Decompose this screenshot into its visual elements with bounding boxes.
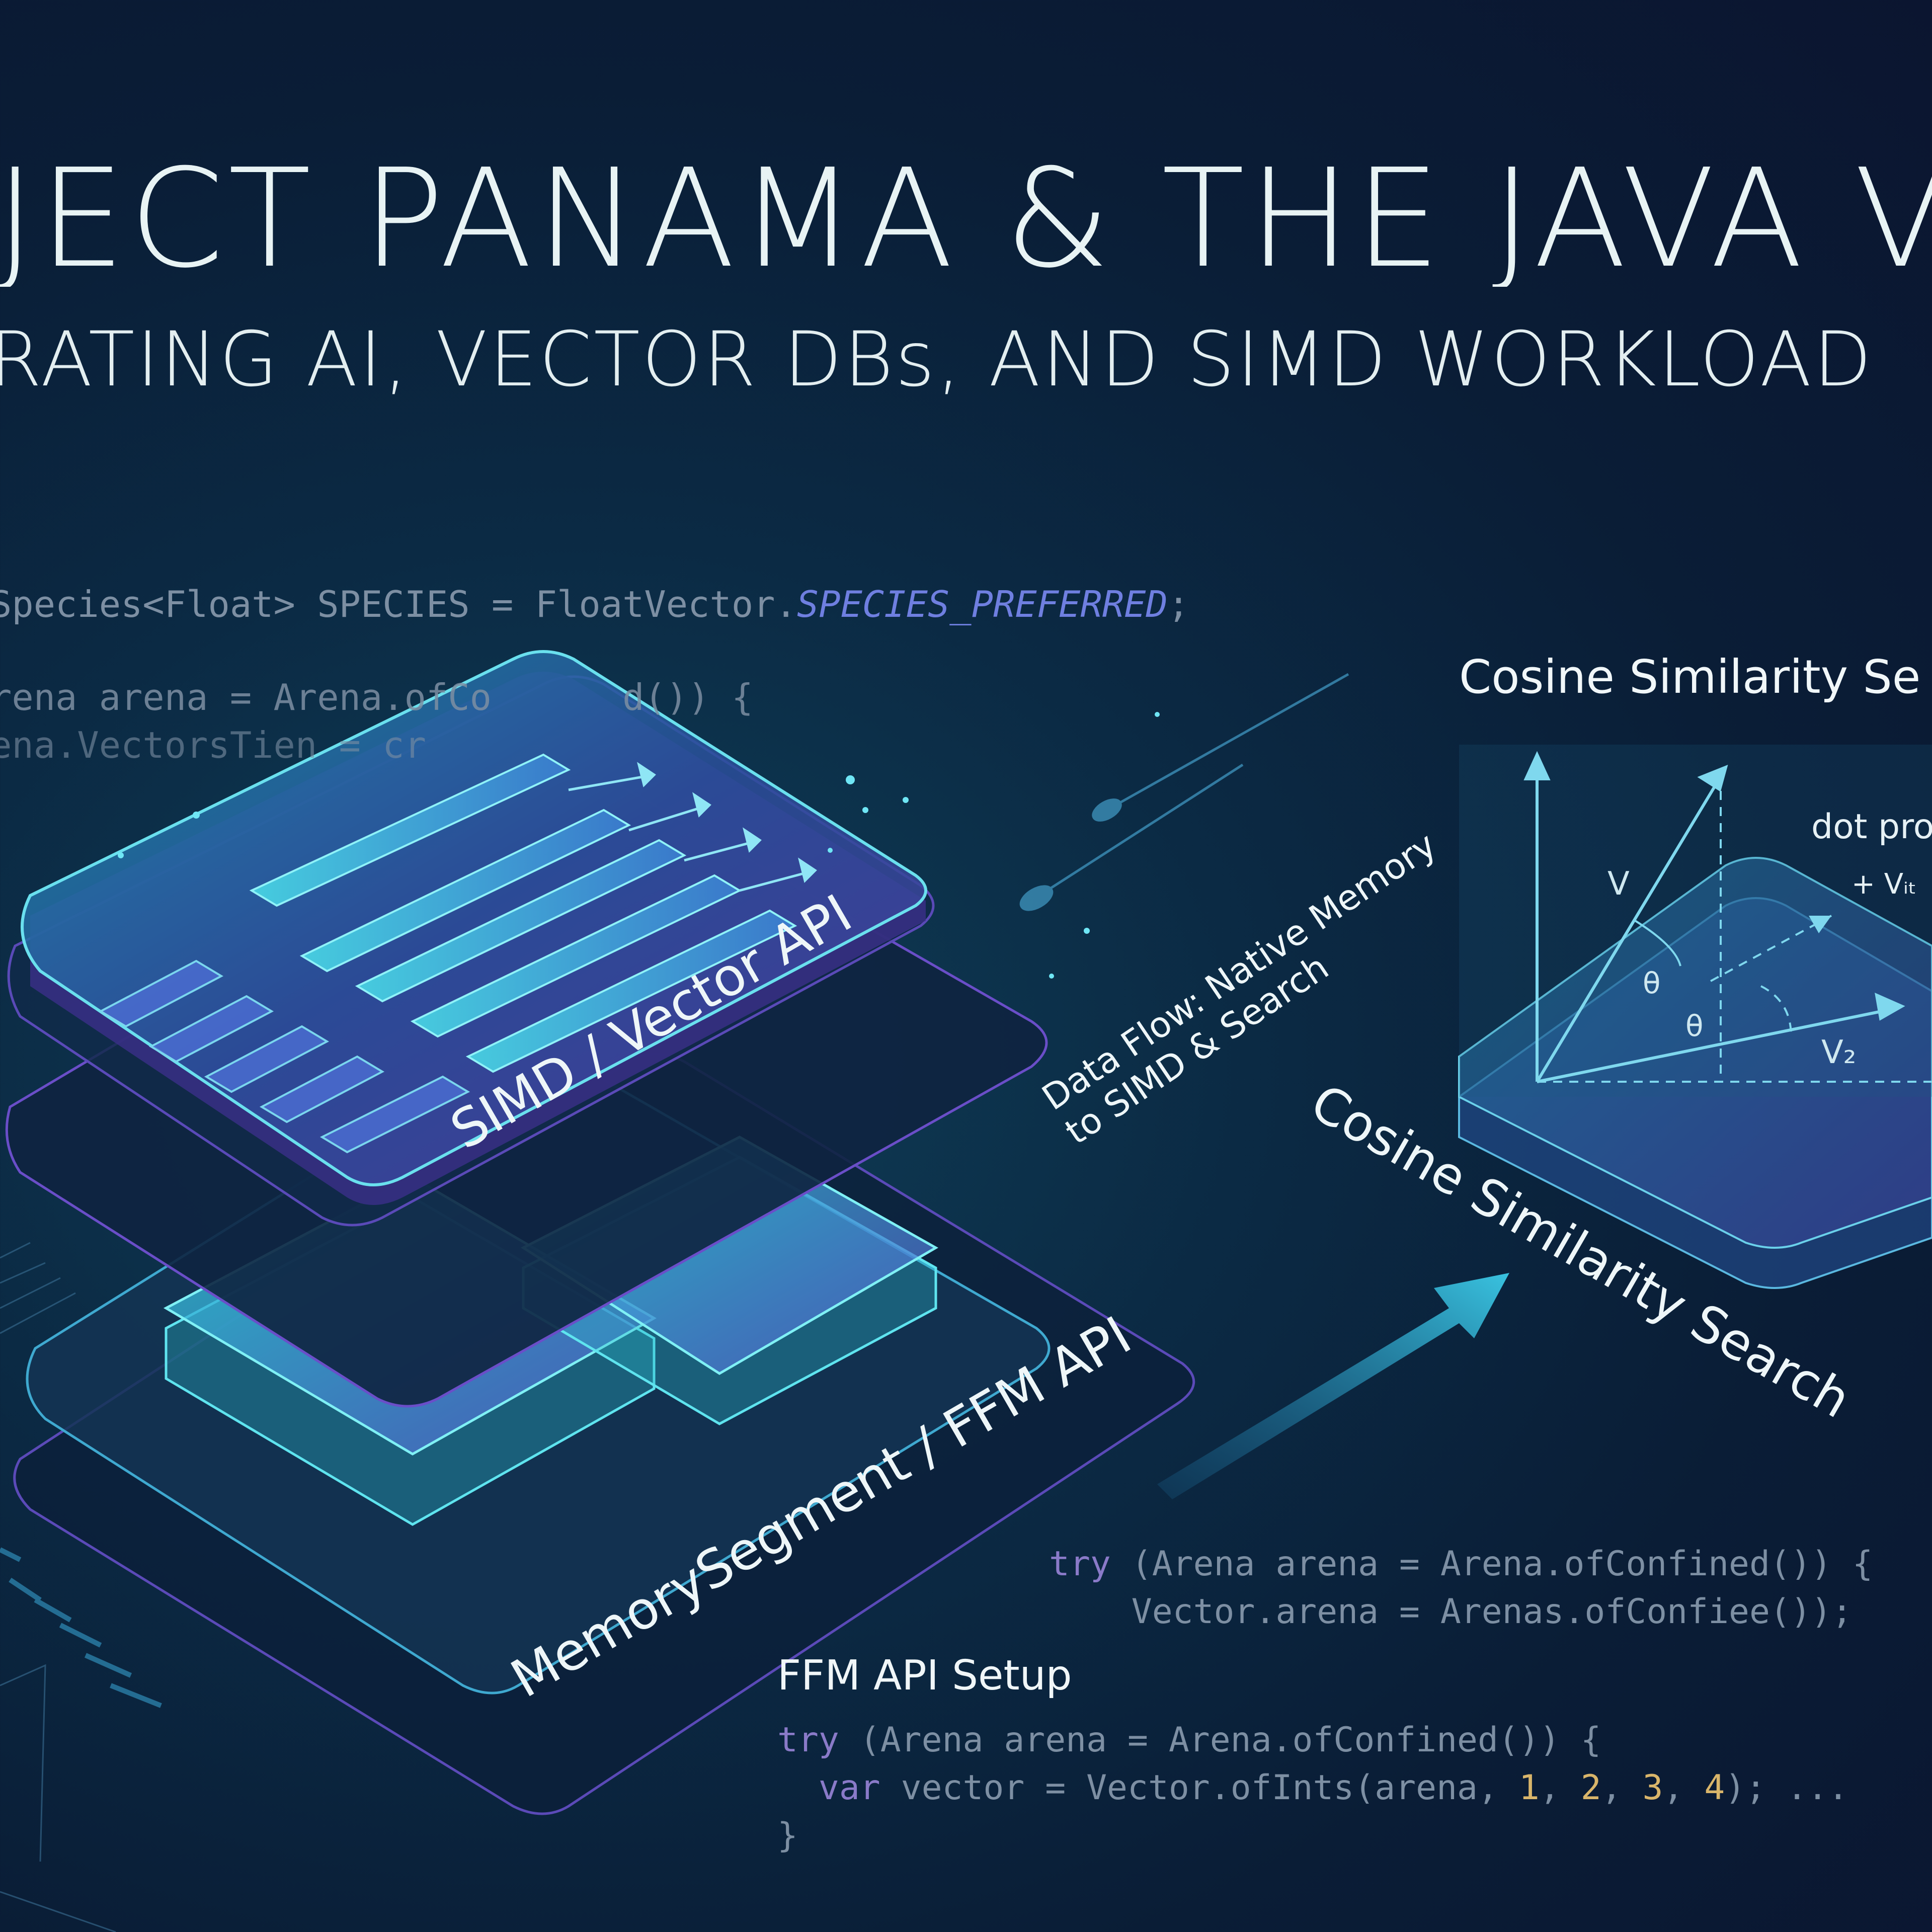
code-number: 3 xyxy=(1642,1768,1663,1808)
vector-v-label: V xyxy=(1607,865,1630,903)
code-line-try-right: try (Arena arena = Arena.ofConfined()) { xyxy=(1049,1547,1873,1581)
cosine-panel-title: Cosine Similarity Se xyxy=(1459,650,1921,704)
code-number: 4 xyxy=(1704,1768,1725,1808)
code-line-arena: rena arena = Arena.ofCo d()) { xyxy=(0,676,754,718)
code-keyword: try xyxy=(777,1720,839,1760)
sparkles xyxy=(118,712,1160,979)
code-text: (Arena arena = Arena.ofConfined()) { xyxy=(1110,1544,1873,1584)
vector-v2-label: V₂ xyxy=(1821,1034,1857,1071)
code-keyword: try xyxy=(1049,1544,1111,1584)
cosine-panel xyxy=(1458,745,1932,1289)
flow-arrow xyxy=(1157,1273,1509,1499)
code-line-var-vector: var vector = Vector.ofInts(arena, 1, 2, … xyxy=(818,1768,1848,1808)
code-text: (Arena arena = Arena.ofConfined()) { xyxy=(839,1720,1601,1760)
page-title: OJECT PANAMA & THE JAVA V xyxy=(0,151,1932,287)
code-line-close-brace: } xyxy=(777,1816,798,1856)
theta-label-2: θ xyxy=(1685,1009,1704,1043)
theta-label-1: θ xyxy=(1643,966,1661,1000)
code-line-vectors: ena.VectorsTien = cr xyxy=(0,724,426,766)
code-text: ); ... xyxy=(1725,1768,1848,1808)
comet-arrows xyxy=(1019,673,1349,911)
dot-product-sub: + Vᵢₜ xyxy=(1852,868,1917,901)
code-line-vector-arena: Vector.arena = Arenas.ofConfiee()); xyxy=(1049,1592,1853,1632)
code-constant: SPECIES_PREFERRED xyxy=(796,583,1168,625)
code-keyword: var xyxy=(818,1768,880,1808)
code-text: vector = Vector.ofInts(arena, xyxy=(880,1768,1519,1808)
code-number: 1 xyxy=(1518,1768,1540,1808)
simd-vector-layer xyxy=(7,650,935,1227)
code-line-species: Species<Float> SPECIES = FloatVector.SPE… xyxy=(0,586,1189,622)
dot-product-label: dot pro xyxy=(1811,807,1932,847)
page-subtitle: ERATING AI, VECTOR DBs, AND SIMD WORKLOA… xyxy=(0,322,1874,397)
left-decor xyxy=(0,1547,162,1708)
code-text: Species<Float> SPECIES = FloatVector. xyxy=(0,583,797,625)
code-line-try-ffm: try (Arena arena = Arena.ofConfined()) { xyxy=(777,1723,1601,1757)
code-text: ; xyxy=(1167,583,1190,625)
code-number: 2 xyxy=(1580,1768,1601,1808)
ffm-setup-title: FFM API Setup xyxy=(777,1652,1072,1700)
